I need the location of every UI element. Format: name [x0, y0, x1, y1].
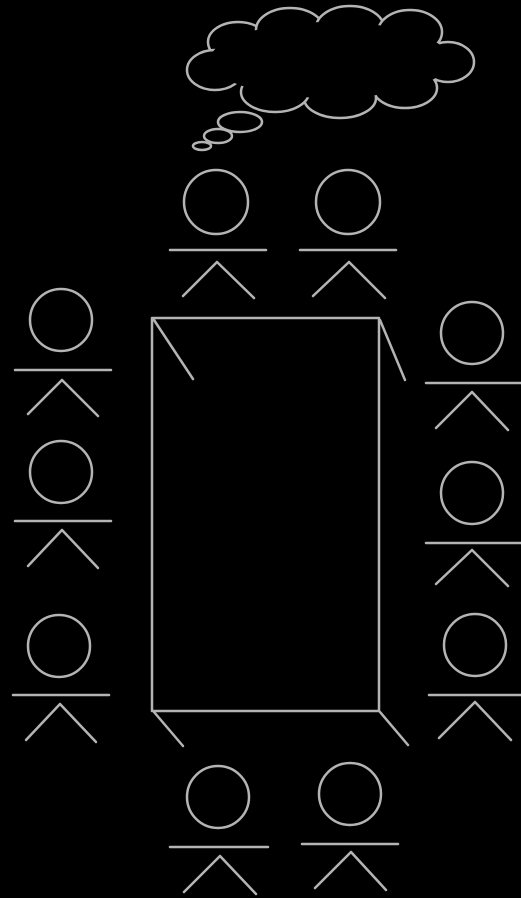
person-head — [319, 763, 381, 825]
thought-dot-small — [193, 142, 211, 150]
person-head — [444, 614, 506, 676]
person-left-1 — [15, 289, 111, 416]
person-legs — [28, 530, 98, 568]
table-leg-top-right — [380, 320, 405, 380]
person-top-left — [170, 170, 266, 298]
person-legs — [436, 550, 508, 586]
table-leg-top-left — [154, 320, 193, 379]
thought-cloud — [187, 6, 474, 118]
person-head — [187, 766, 249, 828]
person-bottom-right — [302, 763, 398, 890]
person-right-2 — [426, 462, 521, 586]
person-right-3 — [429, 614, 521, 740]
person-legs — [183, 262, 254, 298]
table — [152, 318, 408, 746]
person-legs — [26, 704, 96, 742]
table-leg-bottom-right — [380, 712, 408, 745]
person-head — [441, 302, 503, 364]
person-legs — [28, 380, 98, 416]
person-left-3 — [13, 615, 109, 742]
person-head — [30, 441, 92, 503]
person-top-right — [300, 170, 396, 298]
person-legs — [436, 392, 508, 430]
thought-dot-medium — [204, 129, 232, 143]
person-legs — [313, 262, 385, 298]
person-bottom-left — [170, 766, 268, 894]
person-right-1 — [426, 302, 521, 430]
person-left-2 — [15, 441, 111, 568]
person-head — [30, 289, 92, 351]
table-leg-bottom-left — [154, 712, 183, 746]
person-head — [316, 170, 380, 234]
person-head — [28, 615, 90, 677]
person-legs — [315, 852, 386, 890]
person-head — [184, 170, 248, 234]
person-head — [441, 462, 503, 524]
person-legs — [439, 702, 511, 740]
table-top — [152, 318, 379, 711]
thought-bubble — [187, 6, 474, 150]
person-legs — [184, 856, 256, 894]
